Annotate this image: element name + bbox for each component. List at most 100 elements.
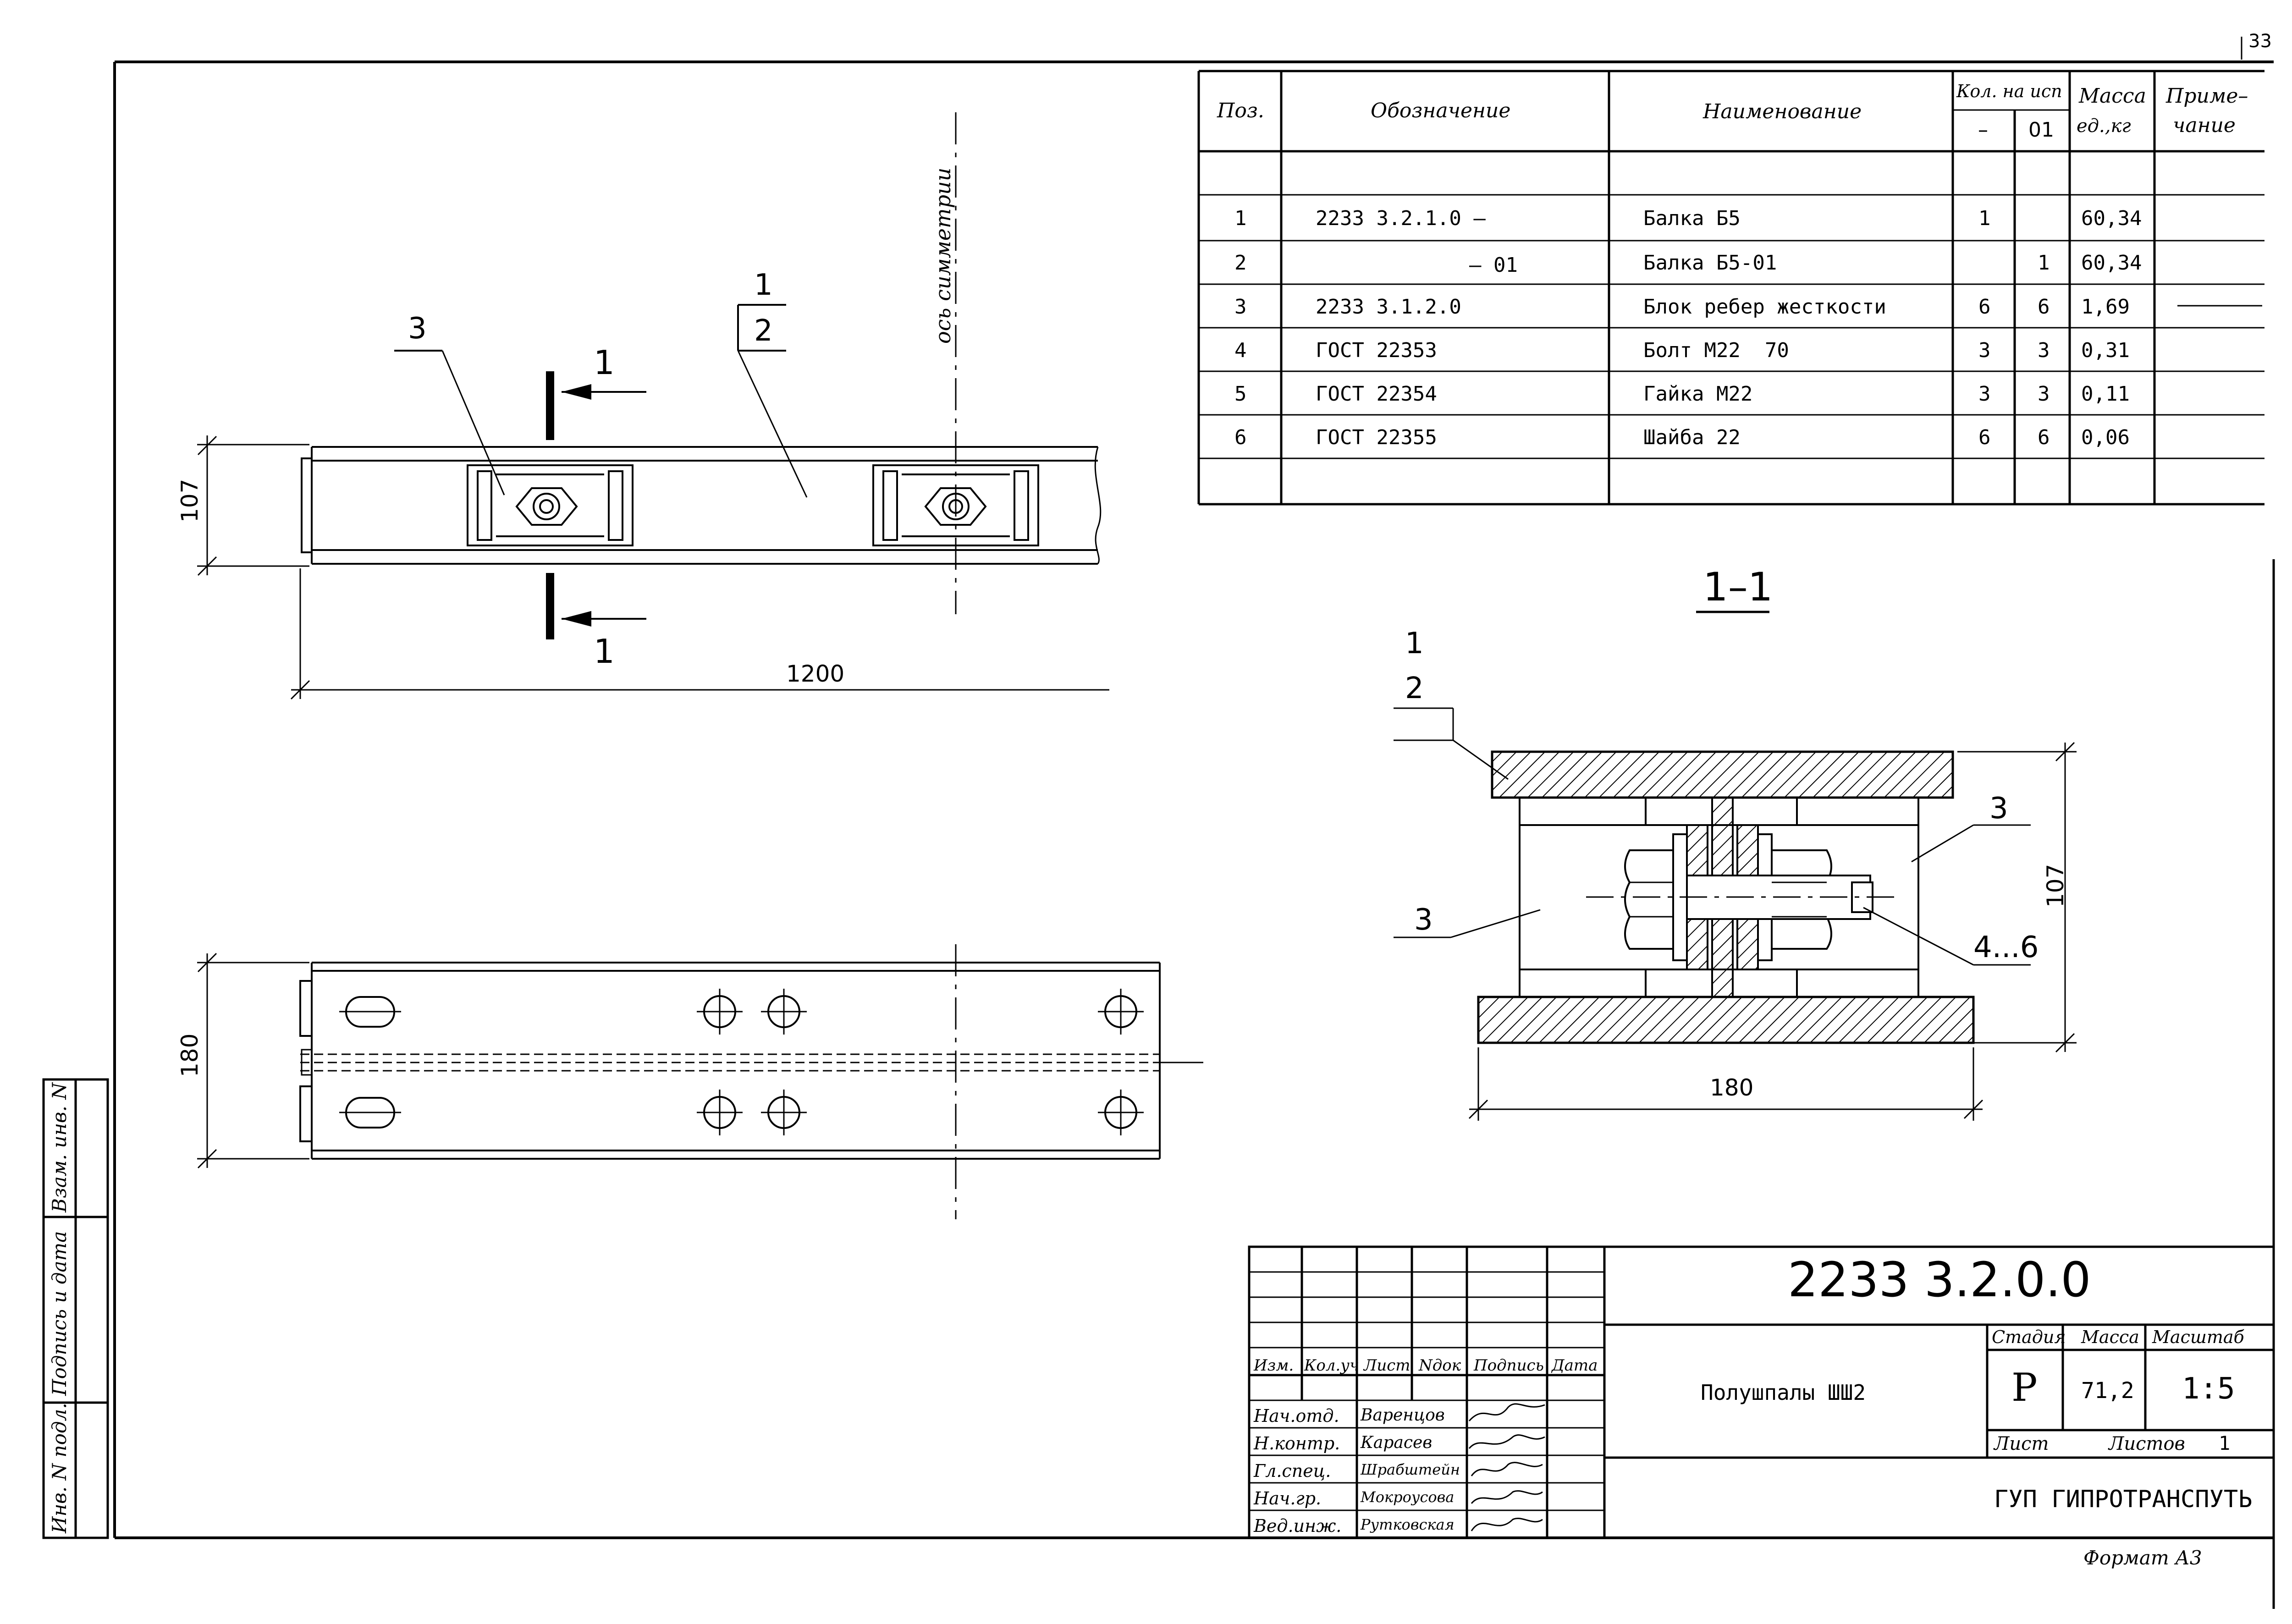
stamp-name: Рутковская xyxy=(1361,1516,1455,1533)
strip-inv-repl: Взам. инв. N xyxy=(48,1083,71,1212)
spec-cell-q1: 3 xyxy=(1978,339,1991,362)
spec-cell-q2: 6 xyxy=(2038,295,2050,319)
stamp-name: Варенцов xyxy=(1361,1406,1445,1425)
spec-cell-q1: 3 xyxy=(1978,382,1991,406)
spec-cell-q2: 3 xyxy=(2038,339,2050,362)
spec-cell-name: Балка Б5-01 xyxy=(1643,251,1777,275)
spec-cell-mass: 0,31 xyxy=(2081,339,2130,362)
spec-cell-designation: ГОСТ 22353 xyxy=(1316,339,1437,362)
symmetry-axis-label: ось симметрии xyxy=(931,167,955,344)
side-strip xyxy=(42,1078,109,1539)
side-dim-height: 180 xyxy=(176,1033,203,1077)
spec-cell-pos: 2 xyxy=(1234,251,1247,275)
plan-leader-2: 2 xyxy=(754,314,773,348)
format-label: Формат А3 xyxy=(2083,1547,2202,1569)
spec-cell-pos: 4 xyxy=(1234,339,1247,362)
signatures xyxy=(1468,1403,1545,1531)
mass-value: 71,2 xyxy=(2081,1378,2134,1404)
section-title: 1–1 xyxy=(1703,564,1773,610)
scale-label: Масштаб xyxy=(2152,1327,2244,1347)
section-leader-2: 2 xyxy=(1405,672,1424,705)
spec-cell-pos: 5 xyxy=(1234,382,1247,406)
sheets-label: Листов xyxy=(2109,1433,2185,1454)
stamp-col-header: Кол.уч xyxy=(1304,1356,1360,1375)
section-leader-1: 1 xyxy=(1405,627,1424,661)
plan-leader-1: 1 xyxy=(754,268,773,302)
cut-mark-top: 1 xyxy=(594,343,615,382)
spec-header-note: Приме– xyxy=(2166,84,2248,108)
stage-label: Стадия xyxy=(1992,1327,2066,1347)
spec-cell-designation: 2233 3.1.2.0 xyxy=(1316,295,1461,319)
spec-header-note2: чание xyxy=(2173,114,2236,137)
spec-cell-q2: 3 xyxy=(2038,382,2050,406)
spec-cell-name: Блок ребер жесткости xyxy=(1643,295,1886,319)
stamp-role: Вед.инж. xyxy=(1254,1516,1342,1536)
sheet-label: Лист xyxy=(1994,1433,2049,1454)
plan-dim-height: 107 xyxy=(176,479,203,523)
spec-cell-mass: 0,06 xyxy=(2081,426,2130,449)
stamp-name: Шрабштейн xyxy=(1361,1461,1460,1478)
strip-sign-date: Подпись и дата xyxy=(48,1231,71,1396)
spec-cell-mass: 60,34 xyxy=(2081,251,2142,275)
spec-cell-designation: – 01 xyxy=(1469,253,1518,277)
sheets-value: 1 xyxy=(2219,1432,2231,1454)
title-block xyxy=(1248,1245,2275,1539)
spec-header-qty-a: – xyxy=(1978,118,1988,142)
drawing-code: 2233 3.2.0.0 xyxy=(1788,1252,2091,1308)
stamp-role: Н.контр. xyxy=(1254,1433,1340,1453)
stamp-name: Мокроусова xyxy=(1361,1488,1455,1506)
stamp-col-header: Дата xyxy=(1552,1356,1598,1375)
stamp-role: Гл.спец. xyxy=(1254,1461,1331,1481)
spec-cell-name: Болт М22 70 xyxy=(1643,339,1789,362)
cut-mark-bottom: 1 xyxy=(594,632,615,671)
plan-leader-3: 3 xyxy=(408,312,427,346)
spec-cell-q2: 6 xyxy=(2038,426,2050,449)
section-dim-height: 107 xyxy=(2042,864,2069,908)
stage-value: Р xyxy=(2011,1365,2038,1410)
mass-label: Масса xyxy=(2081,1327,2139,1347)
sheet-number: 33 xyxy=(2248,31,2272,52)
spec-cell-q1: 6 xyxy=(1978,295,1991,319)
drawing-title: Полушпалы ШШ2 xyxy=(1701,1380,1866,1405)
spec-cell-pos: 1 xyxy=(1234,207,1247,230)
plan-view xyxy=(197,112,1109,700)
section-leader-3-right: 3 xyxy=(1989,792,2008,826)
spec-cell-mass: 0,11 xyxy=(2081,382,2130,406)
spec-header-name: Наименование xyxy=(1703,100,1862,123)
spec-cell-pos: 3 xyxy=(1234,295,1247,319)
spec-cell-designation: 2233 3.2.1.0 – xyxy=(1316,207,1486,230)
stamp-col-header: Изм. xyxy=(1254,1356,1294,1375)
spec-cell-designation: ГОСТ 22354 xyxy=(1316,382,1437,406)
spec-cell-q2: 1 xyxy=(2038,251,2050,275)
stamp-col-header: Nдок xyxy=(1419,1356,1461,1375)
spec-cell-name: Гайка М22 xyxy=(1643,382,1753,406)
section-1-1 xyxy=(1394,611,2077,1121)
stamp-name: Карасев xyxy=(1361,1433,1432,1452)
spec-header-mass: Масса xyxy=(2079,84,2146,108)
strip-inv-orig: Инв. N подл. xyxy=(48,1403,71,1533)
section-dim-width: 180 xyxy=(1710,1074,1754,1101)
sheet-frame xyxy=(113,37,2275,1609)
section-leader-3-left: 3 xyxy=(1414,903,1433,937)
spec-cell-mass: 60,34 xyxy=(2081,207,2142,230)
organization: ГУП ГИПРОТРАНСПУТЬ xyxy=(1994,1486,2253,1513)
spec-header-designation: Обозначение xyxy=(1371,99,1511,122)
spec-cell-q1: 1 xyxy=(1978,207,1991,230)
stamp-role: Нач.гр. xyxy=(1254,1488,1322,1508)
stamp-col-header: Подпись xyxy=(1474,1356,1544,1375)
spec-cell-name: Шайба 22 xyxy=(1643,426,1741,449)
spec-table xyxy=(1197,70,2264,506)
spec-cell-mass: 1,69 xyxy=(2081,295,2130,319)
stamp-col-header: Лист xyxy=(1364,1356,1410,1375)
spec-header-qty: Кол. на исп xyxy=(1956,81,2062,101)
spec-cell-q1: 6 xyxy=(1978,426,1991,449)
spec-header-mass-unit: ед.,кг xyxy=(2077,116,2131,137)
spec-cell-designation: ГОСТ 22355 xyxy=(1316,426,1437,449)
plan-dim-length: 1200 xyxy=(786,661,845,687)
spec-header-qty-b: 01 xyxy=(2028,118,2054,142)
spec-cell-pos: 6 xyxy=(1234,426,1247,449)
section-leader-bolt: 4...6 xyxy=(1973,930,2039,964)
scale-value: 1:5 xyxy=(2182,1372,2235,1406)
spec-cell-name: Балка Б5 xyxy=(1643,207,1741,230)
